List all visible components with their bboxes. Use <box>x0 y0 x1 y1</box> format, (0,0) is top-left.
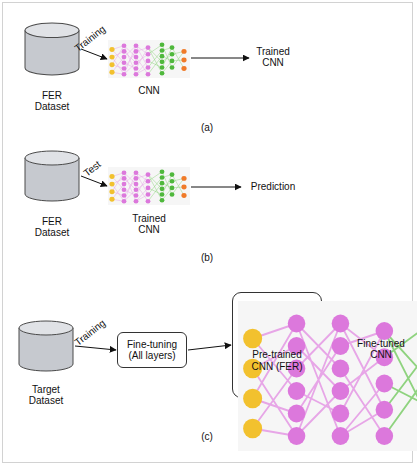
edge-label: Test <box>82 158 103 178</box>
dataset-cylinder: FER Dataset <box>24 22 80 76</box>
node-label: CNN <box>129 85 169 96</box>
output-label: Trained CNN <box>250 46 296 68</box>
cylinder-shape <box>24 150 80 202</box>
cnn-network: Trained CNN <box>108 167 190 205</box>
cnn-network: CNN <box>108 40 190 78</box>
node-label: Trained CNN <box>124 213 174 235</box>
output-label: Prediction <box>243 181 303 192</box>
node-label: Target Dataset <box>21 384 71 406</box>
output-label: Fine-tuned CNN <box>352 338 410 360</box>
process-box: Fine-tuning (All layers) <box>117 332 187 368</box>
cylinder-shape <box>18 320 74 372</box>
output-arrow <box>191 187 241 188</box>
output-arrow <box>191 58 249 59</box>
panel-letter: (b) <box>192 252 222 263</box>
network-illustration <box>108 40 190 78</box>
node-label: FER Dataset <box>27 216 77 238</box>
connector-arrow <box>188 345 231 350</box>
model-box: Pre-trained CNN (FER) <box>232 292 322 398</box>
node-label: FER Dataset <box>27 90 77 112</box>
network-holder <box>238 301 316 337</box>
node-label: Pre-trained CNN (FER) <box>248 349 306 373</box>
connector-arrow <box>81 49 107 59</box>
node-label: Fine-tuning (All layers) <box>120 339 184 361</box>
network-illustration <box>238 301 417 451</box>
dataset-cylinder: FER Dataset <box>24 150 80 202</box>
panel-letter: (a) <box>192 122 222 133</box>
cylinder-shape <box>24 22 80 76</box>
dataset-cylinder: Target Dataset <box>18 320 74 372</box>
network-illustration <box>108 167 190 205</box>
panel-letter: (c) <box>192 431 222 442</box>
connector-arrow <box>75 346 116 350</box>
edge-label: Training <box>72 317 107 348</box>
connector-arrow <box>81 176 107 186</box>
